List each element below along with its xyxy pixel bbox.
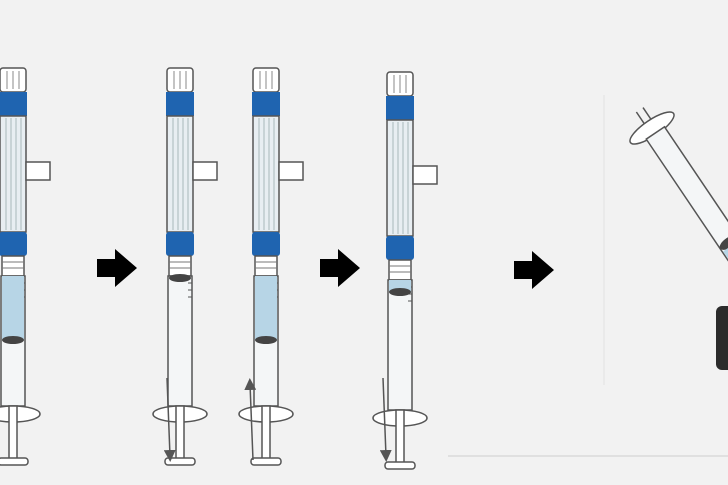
syringe-2a	[152, 67, 218, 466]
step-arrow-icon	[97, 249, 137, 287]
plunger-tip	[2, 336, 24, 344]
device-body	[716, 306, 728, 370]
tilted-syringe	[629, 107, 728, 277]
flow-down-arrow-icon	[379, 377, 392, 462]
flow-down-arrow-icon	[163, 377, 176, 462]
syringe-3	[372, 71, 438, 470]
panel-3	[372, 71, 438, 470]
step-arrow-icon	[514, 251, 554, 289]
panel-1	[0, 67, 51, 466]
syringe-1	[0, 67, 51, 466]
syringe-2b	[238, 67, 304, 466]
plunger-tip	[169, 274, 191, 282]
flow-up-arrow-icon	[244, 378, 257, 461]
panel-2	[152, 67, 304, 466]
plunger-tip	[389, 288, 411, 296]
plunger-tip	[255, 336, 277, 344]
liquid-level	[255, 276, 277, 340]
liquid-level	[2, 276, 24, 340]
step-arrow-icon	[320, 249, 360, 287]
panel-4	[629, 107, 728, 370]
